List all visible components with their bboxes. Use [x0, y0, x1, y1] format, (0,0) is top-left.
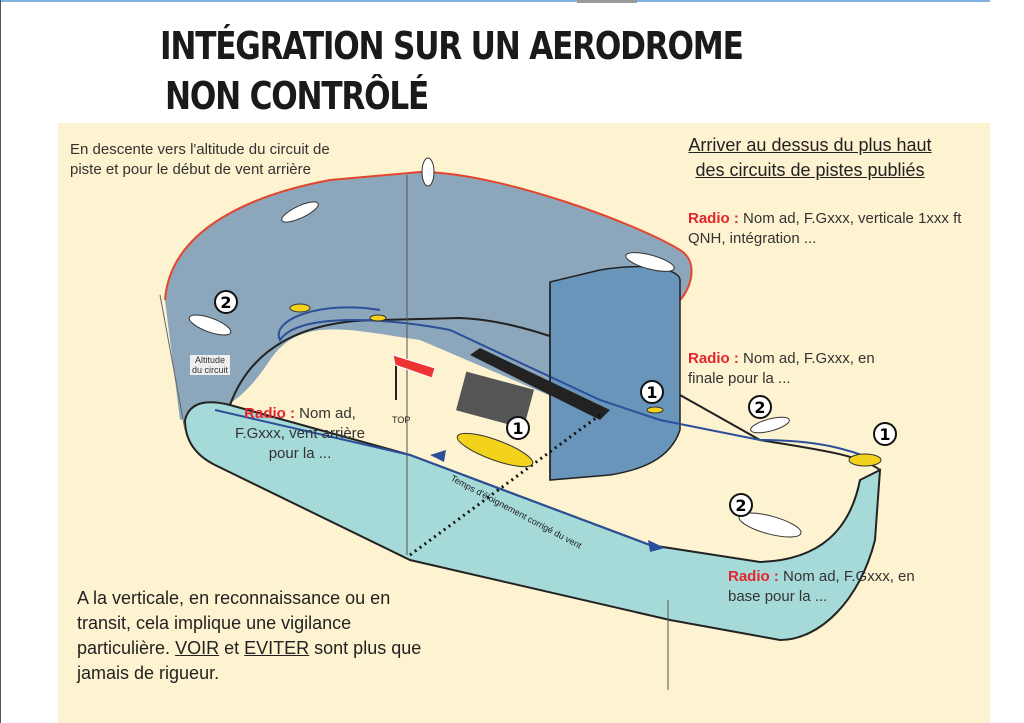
top-label: TOP: [392, 415, 410, 425]
circuit-diagram: 2 2 2 1 1 1 TOP Temps d'éloignement corr…: [159, 157, 897, 690]
marker-1: 1: [512, 419, 523, 438]
circuit-track: [277, 306, 876, 461]
left-border: [0, 0, 1, 723]
downwind-track: [214, 409, 651, 546]
svg-text:2: 2: [735, 496, 746, 515]
title-line2: NON CONTRÔLÉ: [165, 74, 429, 118]
radio-vent-arriere: Radio : Nom ad, F.Gxxx, vent arrière pou…: [234, 405, 366, 462]
inner-ring: [229, 316, 881, 471]
top-border: [0, 0, 990, 2]
plane-icons: [188, 157, 802, 538]
diagram-panel: 2 2 2 1 1 1 TOP Temps d'éloignement corr…: [58, 123, 990, 723]
altitude-label: Altitude du circuit: [190, 355, 230, 375]
arrow-icon: [430, 450, 446, 462]
arrow-icon: [648, 540, 665, 552]
radio-finale: Radio : Nom ad, F.Gxxx, en finale pour l…: [688, 350, 875, 387]
apron: [456, 371, 534, 429]
windsock-icon: [392, 354, 436, 379]
title-line1: INTÉGRATION SUR UN AERODROME: [160, 24, 744, 68]
final-wall: [549, 265, 681, 481]
radio-vertical: Radio : Nom ad, F.Gxxx, verticale 1xxx f…: [688, 210, 962, 247]
descent-note: En descente vers l'altitude du circuit d…: [70, 141, 330, 178]
circuit-top-edge: [164, 170, 693, 301]
top-tab: [577, 0, 637, 3]
runway: [470, 348, 610, 420]
svg-text:1: 1: [646, 383, 657, 402]
bottom-note: A la verticale, en reconnaissance ou en …: [77, 588, 422, 683]
svg-text:1: 1: [879, 425, 890, 444]
radio-base: Radio : Nom ad, F.Gxxx, en base pour la …: [728, 568, 915, 605]
svg-text:2: 2: [754, 398, 765, 417]
marker-2: 2: [220, 293, 231, 312]
